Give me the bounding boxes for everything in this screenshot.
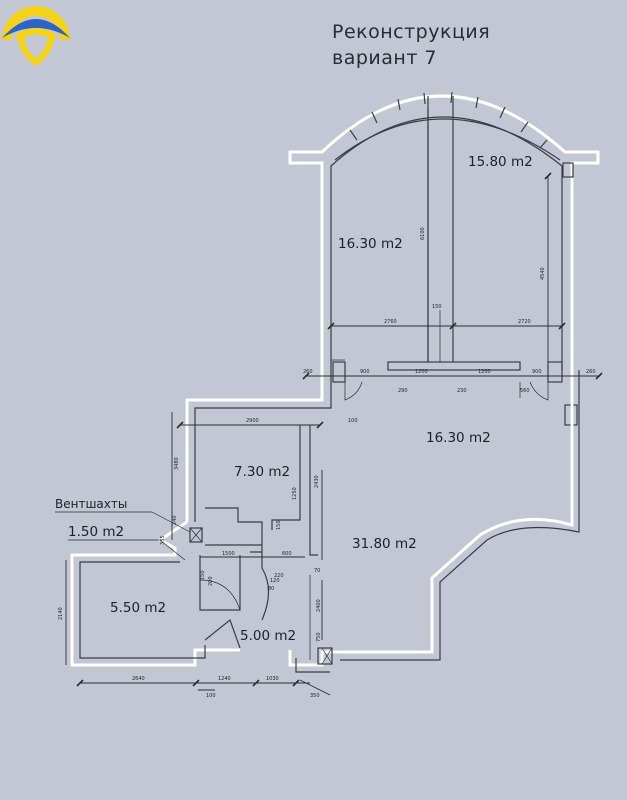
dimension-text: 260 [586,369,596,375]
dimension-text: 80 [268,586,274,592]
dimension-text: 350 [310,693,320,699]
dimension-text: 1250 [292,487,298,500]
dimension-text: 1200 [415,369,428,375]
dimension-text: 1240 [218,676,231,682]
vent-leader [151,511,191,533]
dimension-text: 1500 [222,551,235,557]
vent-leader [159,539,186,561]
logo-blue-ring [2,19,70,38]
interior-walls [189,96,563,665]
logo-shield-inner [24,34,48,58]
dimension-text: 230 [457,388,467,394]
dimension-text: 120 [270,578,280,584]
dimension-text: 6100 [420,227,426,240]
dimension-text: 2430 [314,475,320,488]
dimension-text: 1200 [478,369,491,375]
room-area-label: 16.30 m2 [338,236,403,252]
dimension-text: 2900 [246,418,259,424]
dimension-text: 150 [432,304,442,310]
room-area-label: 16.30 m2 [426,430,491,446]
dimension-text: 100 [348,418,358,424]
dimension-text: 240 [172,515,178,525]
plan-title-line1: Реконструкция [332,21,490,43]
dimension-text: 150 [276,520,282,530]
dimension-text: 3480 [174,457,180,470]
vent-shaft-label: Вентшахты [55,497,127,511]
room-labels: 16.30 m2 15.80 m2 16.30 m2 7.30 m2 31.80… [68,154,533,644]
dimension-text: 70 [314,568,320,574]
room-area-label: 1.50 m2 [68,524,124,540]
dimension-text: 220 [274,573,284,579]
dimension-texts: 6100 4540 2760 2720 150 260 900 290 1200… [58,227,596,699]
dimension-text: 560 [520,388,530,394]
plan-title-line2: вариант 7 [332,47,437,69]
dimension-text: 900 [532,369,542,375]
dimension-text: 2400 [316,599,322,612]
outer-walls [70,91,600,673]
dimension-text: 260 [303,369,313,375]
dimension-text: 200 [208,576,214,586]
dimension-text: 900 [360,369,370,375]
room-area-label: 5.50 m2 [110,600,166,616]
dimension-text: 2720 [518,319,531,325]
room-area-label: 5.00 m2 [240,628,296,644]
dimension-text: 150 [200,570,206,580]
dimension-text: 2140 [58,607,64,620]
dimension-text: 2640 [132,676,145,682]
dimension-text: 2760 [384,319,397,325]
dimension-text: 4540 [540,267,546,280]
dimension-text: 290 [398,388,408,394]
dimension-text: 335 [160,535,166,545]
room-area-label: 7.30 m2 [234,464,290,480]
dimension-text: 600 [282,551,292,557]
dimension-text: 1030 [266,676,279,682]
logo-top-arc [2,6,70,40]
dimension-text: 100 [206,693,216,699]
logo-icon [2,6,70,66]
dimension-lines [65,110,603,696]
dimension-text: 750 [316,632,322,642]
room-area-label: 15.80 m2 [468,154,533,170]
room-area-label: 31.80 m2 [352,536,417,552]
